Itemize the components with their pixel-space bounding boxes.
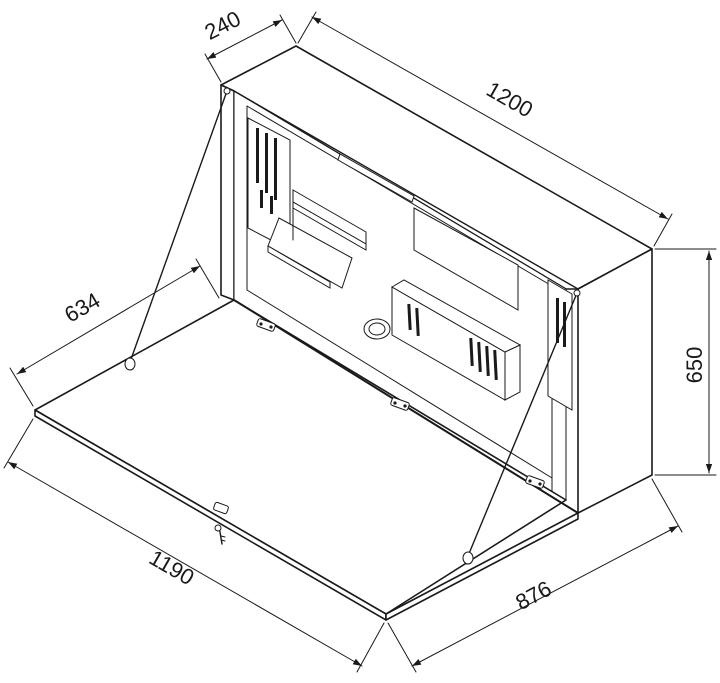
- dimension-height-label: 650: [682, 347, 707, 384]
- interior-right-vent-panel: [547, 279, 573, 411]
- dimension-open-depth-label: 876: [511, 576, 555, 615]
- hinge-middle: [390, 397, 410, 411]
- dimension-flap-width-label: 1190: [145, 545, 198, 590]
- dimension-height: 650: [654, 248, 717, 476]
- hinge-left: [256, 318, 276, 332]
- cabinet-right-side-panel: [577, 248, 653, 514]
- dimension-width-label: 1200: [482, 77, 537, 123]
- hinge-right: [525, 475, 545, 489]
- support-stay-right: [467, 292, 578, 557]
- interior-power-box: [391, 279, 522, 401]
- dimension-flap-depth-label: 634: [60, 287, 104, 327]
- interior-back-plate: [413, 207, 519, 311]
- cable-grommet: [363, 318, 391, 340]
- dimension-depth-label: 240: [201, 6, 245, 45]
- hinges: [256, 318, 545, 489]
- interior-shelf-bracket: [267, 189, 367, 289]
- cabinet-left-side-panel: [220, 84, 235, 301]
